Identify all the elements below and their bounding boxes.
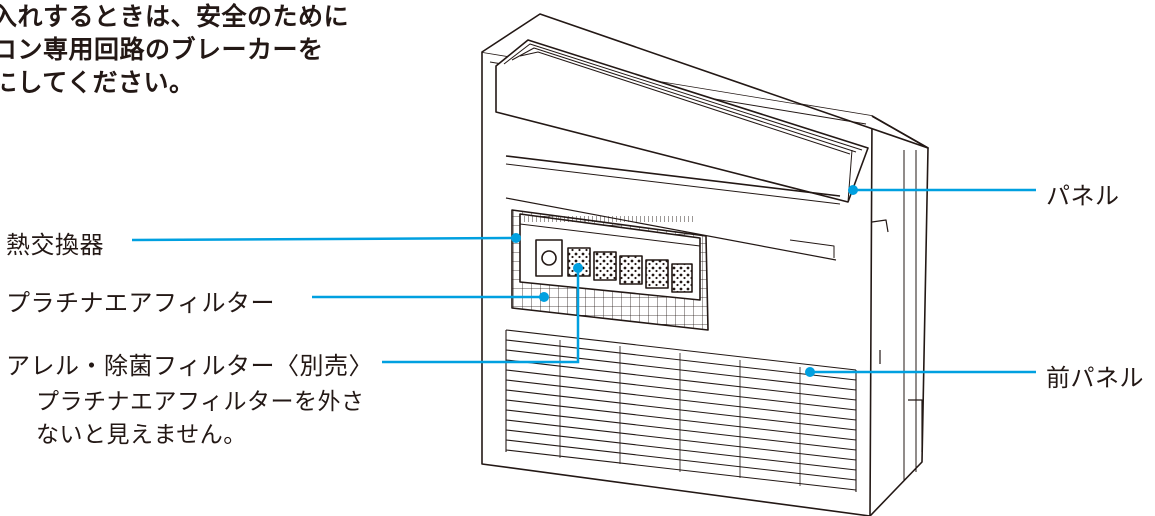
top-panel <box>495 39 869 203</box>
label-front-panel: 前パネル <box>1046 364 1144 392</box>
warning-note-line-2: コン専用回路のブレーカーを <box>0 35 324 64</box>
warning-note-line-1: 入れするときは、安全のために <box>0 2 350 31</box>
leader-heat-exchanger <box>131 236 517 242</box>
label-heat-exchanger: 熱交換器 <box>6 231 104 259</box>
label-panel: パネル <box>1046 182 1120 210</box>
warning-note: 入れするときは、安全のために コン専用回路のブレーカーを にしてください。 <box>0 0 349 99</box>
allergy-filter-note: プラチナエアフィルターを外さ ないと見えません。 <box>36 386 365 452</box>
leader-dots <box>511 185 858 377</box>
label-platinum-filter: プラチナエアフィルター <box>6 289 276 317</box>
allergy-filter-note-line-1: プラチナエアフィルターを外さ <box>36 389 365 415</box>
lower-grille <box>505 329 857 492</box>
leader-allergy-filter <box>382 268 580 364</box>
label-allergy-filter: アレル・除菌フィルター〈別売〉 <box>6 352 374 380</box>
leader-lines <box>131 188 1036 374</box>
allergy-filter <box>535 239 693 293</box>
allergy-filter-note-line-2: ないと見えません。 <box>36 422 247 448</box>
warning-note-line-3: にしてください。 <box>0 68 195 97</box>
